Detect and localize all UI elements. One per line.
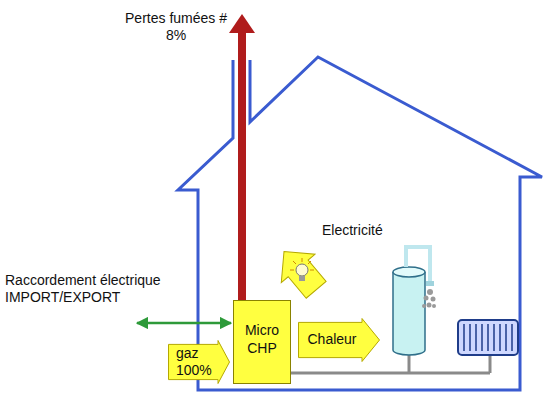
grid-connection-label: Raccordement électrique IMPORT/EXPORT <box>5 272 195 306</box>
flue-loss-label: Pertes fumées # 8% <box>120 10 232 44</box>
node-text: gaz 100% <box>176 345 216 380</box>
flue-stack <box>238 32 246 300</box>
heat-output-arrow: Chaleur <box>298 318 380 362</box>
node-text: Chaleur <box>304 331 360 349</box>
electricity-arrow <box>267 237 333 304</box>
water-tank <box>393 247 436 355</box>
electricity-label: Electricité <box>322 222 412 239</box>
grid-arrow <box>137 322 231 325</box>
radiator <box>458 320 518 355</box>
house-outline <box>178 57 542 390</box>
node-text: Micro CHP <box>237 322 287 357</box>
fuel-input-arrow: gaz 100% <box>168 340 230 384</box>
chp-unit-box: Micro CHP <box>233 300 291 384</box>
flue-arrowhead <box>229 14 255 33</box>
